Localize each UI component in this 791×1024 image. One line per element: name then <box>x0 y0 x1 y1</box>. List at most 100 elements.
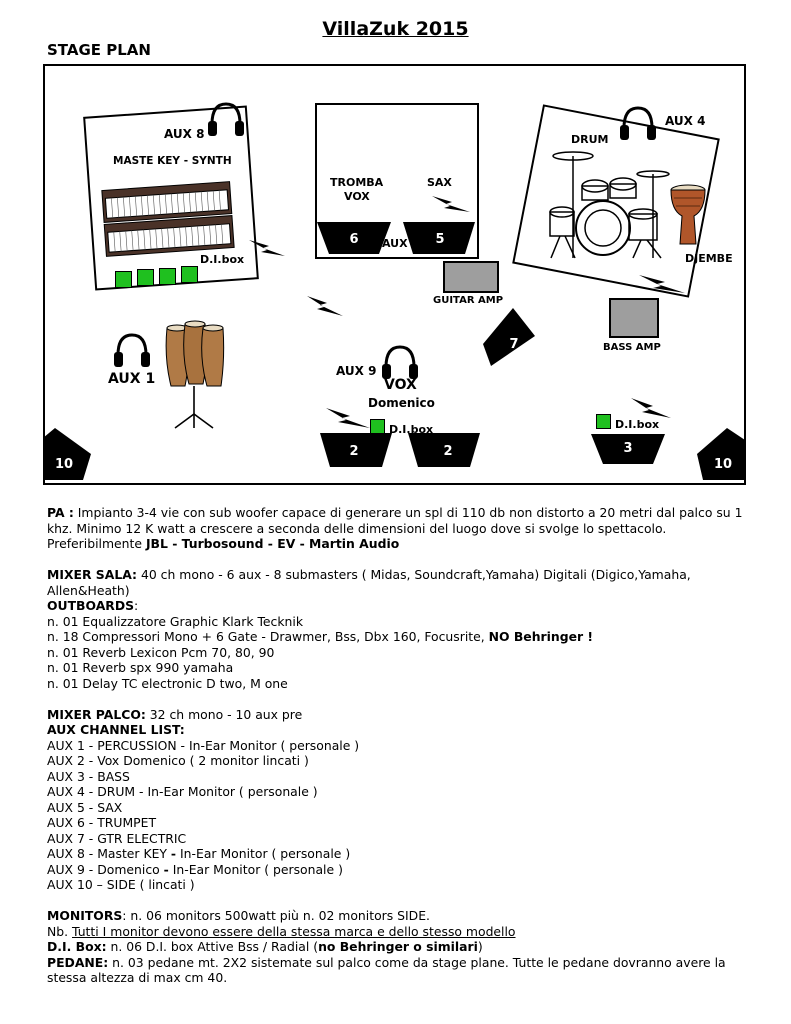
monitor-wedge-5: 5 <box>403 222 475 254</box>
aux-item: AUX 6 - TRUMPET <box>47 815 157 830</box>
cable-icon <box>631 398 671 418</box>
svg-text:2: 2 <box>443 444 452 459</box>
pedane-label: PEDANE: <box>47 954 109 970</box>
aux-item: AUX 3 - BASS <box>47 768 130 784</box>
vocal-dibox-indicator <box>370 419 385 434</box>
svg-text:10: 10 <box>55 457 73 472</box>
mixer-palco-line: MIXER PALCO: 32 ch mono - 10 aux pre <box>47 707 757 723</box>
mixer-palco-body: 32 ch mono - 10 aux pre <box>145 706 303 722</box>
aux-item: AUX 7 - GTR ELECTRIC <box>47 830 187 846</box>
cable-icon <box>326 408 370 428</box>
page-title: VillaZuk 2015 <box>322 18 469 40</box>
aux-item-text: AUX 8 - Master KEY <box>47 846 171 861</box>
pa-paragraph: PA : Impianto 3-4 vie con sub woofer cap… <box>47 505 757 536</box>
outboard-item: n. 01 Reverb Lexicon Pcm 70, 80, 90 <box>47 644 275 660</box>
technical-rider: PA : Impianto 3-4 vie con sub woofer cap… <box>47 505 757 986</box>
pa-pref: Preferibilmente <box>47 536 146 551</box>
di-close: ) <box>477 939 483 954</box>
tromba-label: TROMBA <box>330 176 384 189</box>
svg-text:6: 6 <box>349 232 358 247</box>
sax-label: SAX <box>427 176 452 189</box>
nb-prefix: Nb. <box>47 923 73 939</box>
drum-kit-icon <box>549 151 670 259</box>
keys-dibox-label: D.I.box <box>200 253 245 266</box>
aux-item: AUX 8 - Master KEY - In-Ear Monitor ( pe… <box>47 846 757 862</box>
singer-name: Domenico <box>368 396 435 410</box>
outboards-heading: OUTBOARDS: <box>47 598 757 614</box>
guitar-amp <box>443 261 499 293</box>
di-label: D.I. Box: <box>47 939 107 954</box>
outboard-item-warning: NO Behringer ! <box>488 629 594 644</box>
aux-item: AUX 5 - SAX <box>47 799 123 815</box>
conga-drums-icon <box>165 320 225 429</box>
aux-item-text: AUX 9 - Domenico <box>47 861 164 877</box>
stage-plan: AUX 8 MASTE KEY - SYNTH D.I.box TROMBA V… <box>43 64 746 485</box>
mixer-sala-label: MIXER SALA: <box>47 567 137 582</box>
di-box-line: D.I. Box: n. 06 D.I. box Attive Bss / Ra… <box>47 939 757 955</box>
aux8-label: AUX 8 <box>164 127 205 141</box>
nb-line: Nb. Tutti I monitor devono essere della … <box>47 924 757 940</box>
aux-list-heading: AUX CHANNEL LIST: <box>47 722 185 737</box>
vox-label: VOX <box>384 377 417 393</box>
nb-body: Tutti I monitor devono essere della stes… <box>72 923 516 939</box>
aux-item: AUX 4 - DRUM - In-Ear Monitor ( personal… <box>47 784 318 799</box>
outboard-item: n. 18 Compressori Mono + 6 Gate - Drawme… <box>47 629 757 645</box>
aux1-label: AUX 1 <box>108 371 156 387</box>
svg-text:7: 7 <box>509 337 518 352</box>
pa-body: Impianto 3-4 vie con sub woofer capace d… <box>47 505 743 536</box>
monitor-wedge-3: 3 <box>591 434 665 464</box>
keyboard-icon <box>101 181 235 257</box>
di-body: n. 06 D.I. box Attive Bss / Radial ( <box>106 939 319 954</box>
vocal-dibox-label: D.I.box <box>389 423 434 436</box>
aux4-label: AUX 4 <box>665 114 706 128</box>
svg-text:5: 5 <box>435 232 444 247</box>
side-monitor-left: 10 <box>43 428 91 480</box>
outboard-item: n. 01 Delay TC electronic D two, M one <box>47 675 288 691</box>
aux-item-dash: - <box>163 861 169 877</box>
monitor-wedge-2-left: 2 <box>320 433 392 467</box>
bass-amp <box>609 298 659 338</box>
outboard-item: n. 01 Reverb spx 990 yamaha <box>47 660 234 675</box>
aux-item-text: In-Ear Monitor ( personale ) <box>176 846 351 861</box>
cable-icon <box>639 275 685 293</box>
drum-label: DRUM <box>571 133 609 146</box>
svg-text:10: 10 <box>714 457 732 472</box>
section-title: STAGE PLAN <box>47 41 151 59</box>
outboard-item: n. 01 Equalizzatore Graphic Klark Teckni… <box>47 613 303 629</box>
djembe-label: DJEMBE <box>685 252 733 265</box>
aux-item: AUX 1 - PERCUSSION - In-Ear Monitor ( pe… <box>47 737 360 753</box>
keys-label: MASTE KEY - SYNTH <box>113 155 232 167</box>
cable-icon <box>432 196 470 212</box>
mixer-sala-line: MIXER SALA: 40 ch mono - 6 aux - 8 subma… <box>47 567 757 598</box>
mixer-sala-body: 40 ch mono - 6 aux - 8 submasters ( Mida… <box>47 567 691 598</box>
side-monitor-right: 10 <box>697 428 745 480</box>
aux-item: AUX 2 - Vox Domenico ( 2 monitor lincati… <box>47 753 309 768</box>
aux-item: AUX 10 – SIDE ( lincati ) <box>47 877 195 892</box>
svg-text:2: 2 <box>349 444 358 459</box>
monitor-wedge-2-right: 2 <box>408 433 480 467</box>
pa-pref-line: Preferibilmente JBL - Turbosound - EV - … <box>47 536 757 552</box>
bass-amp-label: BASS AMP <box>603 342 661 353</box>
monitor-wedge-6: 6 <box>317 222 391 254</box>
pa-label: PA : <box>47 505 74 520</box>
headphones-icon <box>114 333 150 367</box>
aux-item-text: In-Ear Monitor ( personale ) <box>168 861 343 877</box>
aux9-label: AUX 9 <box>336 364 377 378</box>
horn-vox-label: VOX <box>344 190 370 203</box>
bass-dibox-indicator <box>596 414 611 429</box>
horns-riser <box>315 103 479 259</box>
headphones-icon <box>208 102 244 136</box>
headphones-icon <box>382 345 418 379</box>
monitors-label: MONITORS <box>47 908 123 923</box>
outboard-item-text: n. 18 Compressori Mono + 6 Gate - Drawme… <box>47 629 489 644</box>
monitors-line: MONITORS: n. 06 monitors 500watt più n. … <box>47 908 757 924</box>
aux-item-dash: - <box>170 846 177 861</box>
mixer-palco-label: MIXER PALCO: <box>47 706 146 722</box>
outboards-label: OUTBOARDS <box>47 598 135 613</box>
monitors-body: : n. 06 monitors 500watt più n. 02 monit… <box>122 908 430 923</box>
outboards-colon: : <box>134 598 139 613</box>
headphones-icon <box>620 106 656 140</box>
guitar-amp-label: GUITAR AMP <box>433 295 504 306</box>
bass-dibox-label: D.I.box <box>615 418 660 431</box>
aux-item: AUX 9 - Domenico - In-Ear Monitor ( pers… <box>47 862 757 878</box>
